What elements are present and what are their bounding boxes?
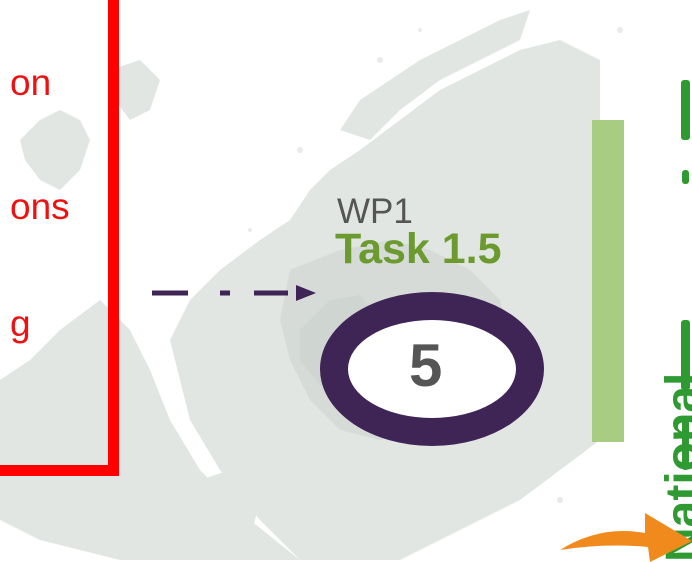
step-number: 5 [409, 332, 443, 399]
orange-arrow-icon [560, 513, 692, 562]
red-frame [0, 0, 119, 476]
task-label: Task 1.5 [335, 225, 502, 273]
dashed-arrow [152, 285, 316, 301]
left-text-line-1: on [10, 62, 52, 103]
vertical-text-fragment [681, 80, 690, 470]
left-text-line-3: g [10, 303, 31, 344]
left-text-line-2: ons [10, 186, 70, 227]
wp-label: WP1 [337, 192, 413, 231]
green-bar [592, 120, 624, 442]
